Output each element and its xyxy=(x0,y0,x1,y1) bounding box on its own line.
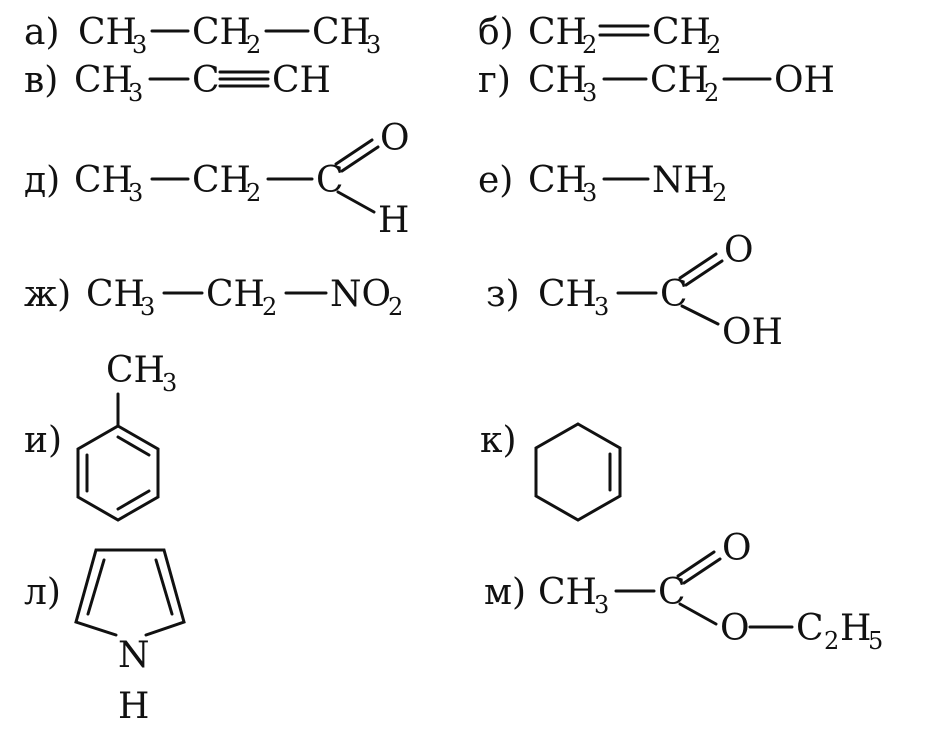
item-i: и) CH 3 xyxy=(24,350,177,522)
a-sub-3-right: 3 xyxy=(366,31,381,59)
label-g: г) xyxy=(478,60,511,101)
item-a: а) CH 3 CH 2 CH 3 xyxy=(24,12,381,59)
label-k: к) xyxy=(480,420,517,461)
d-ch3: CH xyxy=(74,160,133,201)
m-o-ester: O xyxy=(720,608,750,649)
zh-ch2: CH xyxy=(206,274,265,315)
item-k: к) xyxy=(480,420,622,522)
z-oh: OH xyxy=(722,312,783,353)
m-sub-2: 2 xyxy=(824,627,839,655)
d-ch2: CH xyxy=(192,160,251,201)
l-pyrrole-ring xyxy=(74,548,186,637)
label-l: л) xyxy=(24,572,61,613)
b-sub-2-left: 2 xyxy=(582,31,597,59)
item-d: д) CH 3 CH 2 C O H xyxy=(24,118,410,241)
v-ch3: CH xyxy=(74,60,133,101)
m-bond-o xyxy=(678,602,718,626)
z-c: C xyxy=(660,274,688,315)
item-v: в) CH 3 C CH xyxy=(24,60,331,107)
item-g: г) CH 3 CH 2 OH xyxy=(478,60,835,107)
m-o-carbonyl: O xyxy=(722,528,752,569)
e-nh2: NH xyxy=(652,160,715,201)
i-sub-3: 3 xyxy=(162,369,177,397)
i-ch3: CH xyxy=(106,350,165,391)
label-i: и) xyxy=(24,420,62,461)
a-ch3-right: CH xyxy=(312,12,371,53)
d-bond-h xyxy=(336,190,376,214)
v-ch: CH xyxy=(272,60,331,101)
a-ch3-left: CH xyxy=(78,12,137,53)
item-e: е) CH 3 NH 2 xyxy=(478,160,727,207)
m-h5: H xyxy=(840,608,871,649)
a-sub-2: 2 xyxy=(246,31,261,59)
g-oh: OH xyxy=(774,60,835,101)
l-h: H xyxy=(118,686,149,727)
z-double-o-b xyxy=(684,259,724,287)
zh-sub-2: 2 xyxy=(262,293,277,321)
label-b: б) xyxy=(478,12,514,53)
l-inner-bond-1 xyxy=(86,558,106,616)
d-sub-2: 2 xyxy=(246,179,261,207)
b-ch2-left: CH xyxy=(528,12,587,53)
label-v: в) xyxy=(24,60,58,101)
e-sub-2: 2 xyxy=(712,179,727,207)
m-double-o-a xyxy=(676,550,716,578)
item-z: з) CH 3 C O OH xyxy=(486,230,783,353)
m-c: C xyxy=(658,572,686,613)
label-z: з) xyxy=(486,274,520,315)
e-sub-3: 3 xyxy=(582,179,597,207)
z-bond-oh xyxy=(680,304,720,326)
l-n: N xyxy=(118,635,150,676)
z-o: O xyxy=(724,230,754,271)
d-h: H xyxy=(378,200,409,241)
e-ch3: CH xyxy=(528,160,587,201)
i-benzene-ring xyxy=(76,424,160,522)
m-ch3: CH xyxy=(538,572,597,613)
g-sub-3: 3 xyxy=(582,79,597,107)
d-double-o-a xyxy=(334,138,374,166)
item-l: л) N H xyxy=(24,548,186,727)
b-sub-2-right: 2 xyxy=(706,31,721,59)
l-inner-bond-2 xyxy=(154,558,174,616)
z-sub-3: 3 xyxy=(594,293,609,321)
item-zh: ж) CH 3 CH 2 NO 2 xyxy=(24,274,403,321)
zh-ch3: CH xyxy=(86,274,145,315)
label-m: м) xyxy=(484,572,526,613)
k-cyclohexene-ring xyxy=(534,422,622,522)
b-ch2-right: CH xyxy=(652,12,711,53)
z-double-o-a xyxy=(678,252,718,280)
m-c2: C xyxy=(796,608,824,649)
m-sub-3: 3 xyxy=(594,591,609,619)
i-inner-bond-2 xyxy=(116,489,151,511)
zh-no2: NO xyxy=(330,274,391,315)
a-sub-3-left: 3 xyxy=(132,31,147,59)
g-sub-2: 2 xyxy=(704,79,719,107)
label-zh: ж) xyxy=(24,274,71,315)
zh-sub-2b: 2 xyxy=(388,293,403,321)
g-ch3: CH xyxy=(528,60,587,101)
m-double-o-b xyxy=(682,557,722,585)
m-sub-5: 5 xyxy=(868,627,883,655)
v-c: C xyxy=(192,60,220,101)
i-inner-bond-1 xyxy=(116,435,151,457)
item-m: м) CH 3 C O O C 2 H 5 xyxy=(484,528,883,655)
d-c: C xyxy=(316,160,344,201)
label-e: е) xyxy=(478,160,513,201)
d-o: O xyxy=(380,118,410,159)
item-b: б) CH 2 CH 2 xyxy=(478,12,721,59)
d-sub-3: 3 xyxy=(128,179,143,207)
zh-sub-3: 3 xyxy=(140,293,155,321)
label-a: а) xyxy=(24,12,60,53)
z-ch3: CH xyxy=(538,274,597,315)
g-ch2: CH xyxy=(650,60,709,101)
label-d: д) xyxy=(24,160,60,201)
v-sub-3: 3 xyxy=(128,79,143,107)
d-double-o-b xyxy=(340,145,380,173)
a-ch2: CH xyxy=(192,12,251,53)
